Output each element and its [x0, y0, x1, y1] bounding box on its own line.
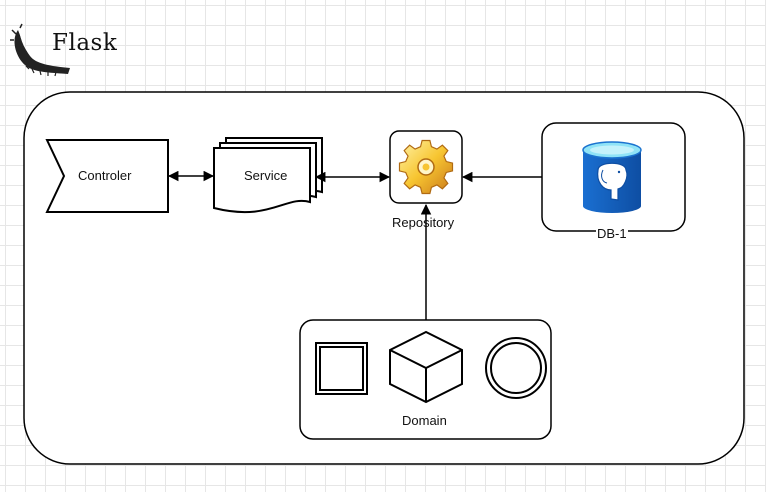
- circle-entity-icon: [485, 337, 547, 399]
- gear-icon: [398, 139, 454, 195]
- repository-label: Repository: [392, 215, 455, 230]
- service-node[interactable]: [213, 137, 323, 214]
- domain-label: Domain: [402, 413, 447, 428]
- cube-entity-icon: [389, 330, 463, 404]
- square-entity-icon: [315, 342, 368, 395]
- flask-logo-icon: [10, 23, 70, 77]
- postgresql-database-icon: [582, 141, 642, 213]
- service-label: Service: [244, 168, 288, 183]
- controller-label: Controler: [78, 168, 132, 183]
- controller-node[interactable]: [45, 139, 169, 213]
- database-label: DB-1: [596, 226, 628, 241]
- flask-logo-text: Flask: [52, 30, 118, 56]
